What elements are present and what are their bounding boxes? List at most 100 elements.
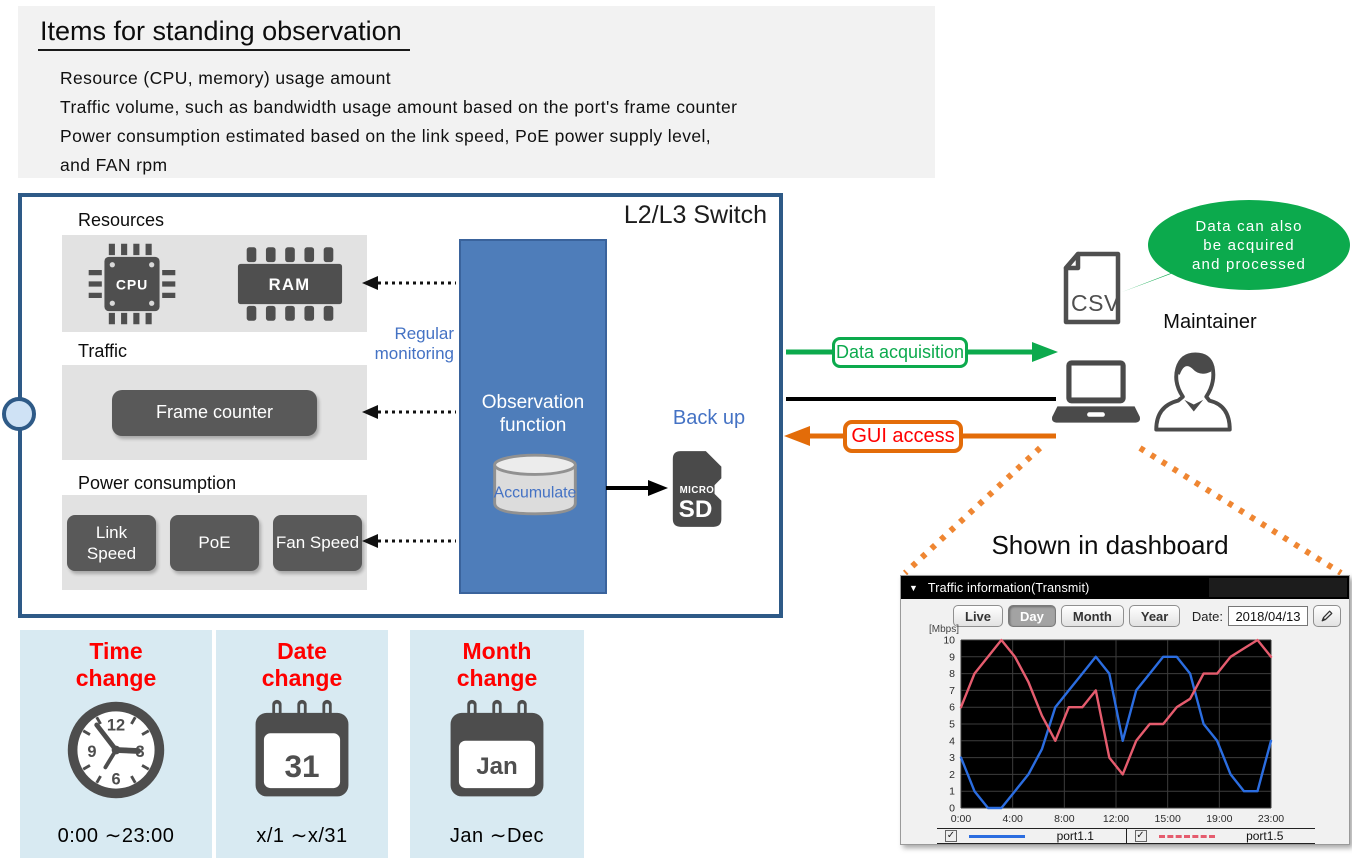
calendar-jan-icon: Jan xyxy=(450,699,544,797)
legend-checkbox[interactable]: ✓ xyxy=(945,830,957,842)
panel-line: and FAN rpm xyxy=(60,155,168,175)
live-button[interactable]: Live xyxy=(953,605,1004,627)
legend-label: port1.5 xyxy=(1246,829,1284,843)
svg-text:4: 4 xyxy=(949,735,955,747)
svg-text:SD: SD xyxy=(679,496,713,523)
micro-sd-icon: MICRO SD xyxy=(672,451,722,527)
legend-item-port1-5: ✓ port1.5 xyxy=(1125,829,1316,843)
link-speed-chip: Link Speed xyxy=(67,514,156,571)
svg-text:0:00: 0:00 xyxy=(951,813,972,825)
calendar-31-icon: 31 xyxy=(255,699,349,797)
svg-text:CSV: CSV xyxy=(1071,290,1120,316)
dashboard-panel: ▼ Traffic information(Transmit) Live Day… xyxy=(900,575,1350,845)
svg-text:0: 0 xyxy=(949,803,955,815)
frame-counter-chip: Frame counter xyxy=(112,389,317,436)
date-group: Date: 2018/04/13 xyxy=(1192,605,1341,627)
panel-line: Power consumption estimated based on the… xyxy=(60,126,712,146)
date-change-card: Date change 31 x/1 ∼x/31 xyxy=(216,630,388,858)
time-change-card: Time change 12 3 6 9 0:00 ∼23:00 xyxy=(20,630,212,858)
port-node-circle xyxy=(2,397,36,431)
month-range-text: Jan ∼Dec xyxy=(449,825,545,847)
date-change-title: Date change xyxy=(261,638,343,691)
svg-text:8: 8 xyxy=(949,668,955,680)
svg-text:CPU: CPU xyxy=(115,276,147,292)
power-consumption-label: Power consumption xyxy=(78,473,237,493)
dashboard-toolbar: Live Day Month Year Date: 2018/04/13 xyxy=(901,603,1349,629)
svg-text:7: 7 xyxy=(949,685,955,697)
svg-text:15:00: 15:00 xyxy=(1155,813,1181,825)
svg-text:23:00: 23:00 xyxy=(1258,813,1284,825)
svg-text:8:00: 8:00 xyxy=(1054,813,1075,825)
date-input[interactable]: 2018/04/13 xyxy=(1228,606,1308,626)
observation-function-label: Observation function xyxy=(481,392,585,436)
svg-text:12:00: 12:00 xyxy=(1103,813,1129,825)
date-label: Date: xyxy=(1191,608,1223,624)
dashboard-title: Traffic information(Transmit) xyxy=(927,580,1090,595)
svg-text:10: 10 xyxy=(943,635,955,647)
month-change-title: Month change xyxy=(456,638,538,691)
panel-line: Resource (CPU, memory) usage amount xyxy=(60,68,392,88)
month-button[interactable]: Month xyxy=(1060,605,1124,627)
time-change-title: Time change xyxy=(75,638,157,691)
chart-legend: ✓ port1.1 ✓ port1.5 xyxy=(937,828,1315,844)
gui-access-arrowhead xyxy=(784,426,810,446)
svg-text:4:00: 4:00 xyxy=(1002,813,1023,825)
legend-checkbox[interactable]: ✓ xyxy=(1134,830,1147,842)
cpu-icon: CPU xyxy=(88,243,175,324)
svg-text:3: 3 xyxy=(949,752,955,764)
month-change-card: Month change Jan Jan ∼Dec xyxy=(410,630,584,858)
data-acquisition-arrowhead xyxy=(1032,342,1058,362)
chart-unit-label: [Mbps] xyxy=(929,624,959,635)
data-acquisition-label: Data acquisition xyxy=(832,337,968,368)
year-button[interactable]: Year xyxy=(1128,605,1181,627)
laptop-icon xyxy=(1051,360,1141,423)
svg-text:Jan: Jan xyxy=(476,753,518,780)
panel-body: Resource (CPU, memory) usage amount Traf… xyxy=(60,64,737,180)
svg-text:RAM: RAM xyxy=(268,275,310,294)
standing-observation-panel: Items for standing observation Resource … xyxy=(18,6,935,178)
accumulate-database-icon: Accumulate xyxy=(493,453,577,516)
traffic-label: Traffic xyxy=(78,341,128,361)
panel-title: Items for standing observation xyxy=(38,16,410,51)
switch-diagram-box: L2/L3 Switch Resources CPU xyxy=(2,193,783,618)
csv-file-icon: CSV xyxy=(1063,251,1121,325)
svg-text:MICRO: MICRO xyxy=(680,485,715,496)
traffic-box: Frame counter xyxy=(62,365,367,460)
svg-text:6: 6 xyxy=(949,702,955,714)
resources-label: Resources xyxy=(78,210,165,230)
svg-text:9: 9 xyxy=(949,651,955,663)
fan-speed-chip: Fan Speed xyxy=(273,514,362,571)
svg-text:5: 5 xyxy=(949,719,955,731)
ram-icon: RAM xyxy=(237,246,342,321)
titlebar-corner-block xyxy=(1209,578,1347,597)
date-range-text: x/1 ∼x/31 xyxy=(256,825,348,847)
poe-chip: PoE xyxy=(170,514,259,571)
legend-swatch-red xyxy=(1158,834,1215,838)
backup-label: Back up xyxy=(672,407,746,429)
speech-bubble: Data can also be acquired and processed xyxy=(1148,200,1350,290)
legend-swatch-blue xyxy=(969,834,1025,838)
panel-line: Traffic volume, such as bandwidth usage … xyxy=(60,97,738,117)
range-button-group: Live Day Month Year xyxy=(953,605,1181,627)
legend-label: port1.1 xyxy=(1056,829,1094,843)
svg-text:9: 9 xyxy=(87,743,96,761)
power-consumption-box: Link Speed PoE Fan Speed xyxy=(62,495,367,590)
svg-text:6: 6 xyxy=(111,771,120,789)
maintainer-person-icon xyxy=(1154,352,1232,432)
dashboard-titlebar: ▼ Traffic information(Transmit) xyxy=(901,576,1349,599)
svg-text:2: 2 xyxy=(949,769,955,781)
svg-text:12: 12 xyxy=(107,717,125,735)
speech-bubble-text: Data can also be acquired and processed xyxy=(1191,217,1306,273)
clock-icon: 12 3 6 9 xyxy=(67,701,165,799)
resources-box: CPU RAM xyxy=(62,235,367,332)
day-button[interactable]: Day xyxy=(1008,605,1056,627)
dashboard-heading: Shown in dashboard xyxy=(991,530,1229,560)
switch-title: L2/L3 Switch xyxy=(623,201,767,229)
svg-text:31: 31 xyxy=(284,748,319,784)
legend-item-port1-1: ✓ port1.1 xyxy=(937,829,1126,843)
observation-function-box: Observation function Accumulate xyxy=(459,239,607,594)
time-range-text: 0:00 ∼23:00 xyxy=(57,825,175,847)
collapse-caret-icon[interactable]: ▼ xyxy=(909,582,918,593)
edit-date-button[interactable] xyxy=(1313,605,1341,627)
